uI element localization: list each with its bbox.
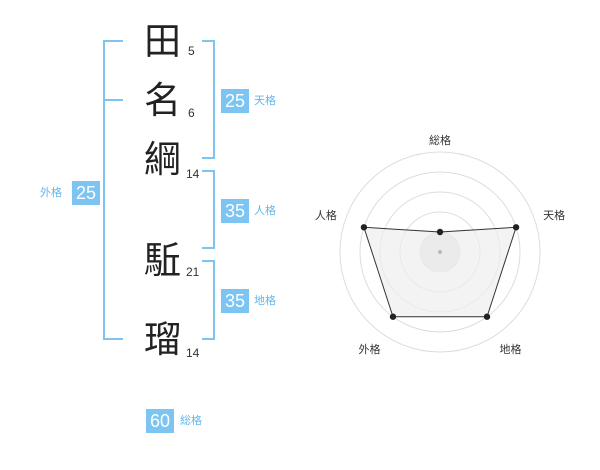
radar-point-5 [360,224,368,231]
gaikaku-bracket-tick [103,99,123,101]
stroke-count-3: 14 [186,167,200,181]
name-char-5: 瑠 [144,318,181,361]
tenkaku-label: 天格 [254,94,276,107]
radar-grid-ring [359,171,521,333]
gaikaku-bracket [103,40,123,340]
stroke-count-4: 21 [186,265,200,279]
name-char-2: 名 [144,79,181,122]
chikaku-label: 地格 [254,294,276,307]
radar-point-2 [512,224,520,231]
radar-grid-ring [339,151,541,353]
radar-point-4 [389,313,397,320]
gaikaku-label: 外格 [40,186,62,199]
radar-point-1 [436,228,444,236]
radar-axis-label-4: 外格 [358,342,380,356]
radar-axis-label-5: 人格 [315,208,337,222]
jinkaku-bracket [202,170,215,249]
tenkaku-score: 25 [221,89,249,113]
stroke-count-2: 6 [188,106,195,120]
name-char-4: 駈 [144,239,181,282]
soukaku-score: 60 [146,409,174,433]
name-char-3: 綱 [144,138,181,181]
soukaku-label: 総格 [180,414,202,427]
name-char-1: 田 [144,20,181,63]
radar-center [438,250,442,254]
jinkaku-label: 人格 [254,204,276,217]
radar-polygon [363,226,517,318]
radar-axis-label-1: 総格 [429,133,451,147]
gaikaku-score: 25 [72,181,100,205]
stroke-count-5: 14 [186,346,200,360]
radar-point-3 [483,313,491,320]
chikaku-bracket [202,260,215,340]
radar-axis-label-2: 天格 [543,208,565,222]
tenkaku-bracket [202,40,215,159]
stroke-count-1: 5 [188,44,195,58]
jinkaku-score: 35 [221,199,249,223]
radar-axis-label-3: 地格 [500,342,522,356]
chikaku-score: 35 [221,289,249,313]
